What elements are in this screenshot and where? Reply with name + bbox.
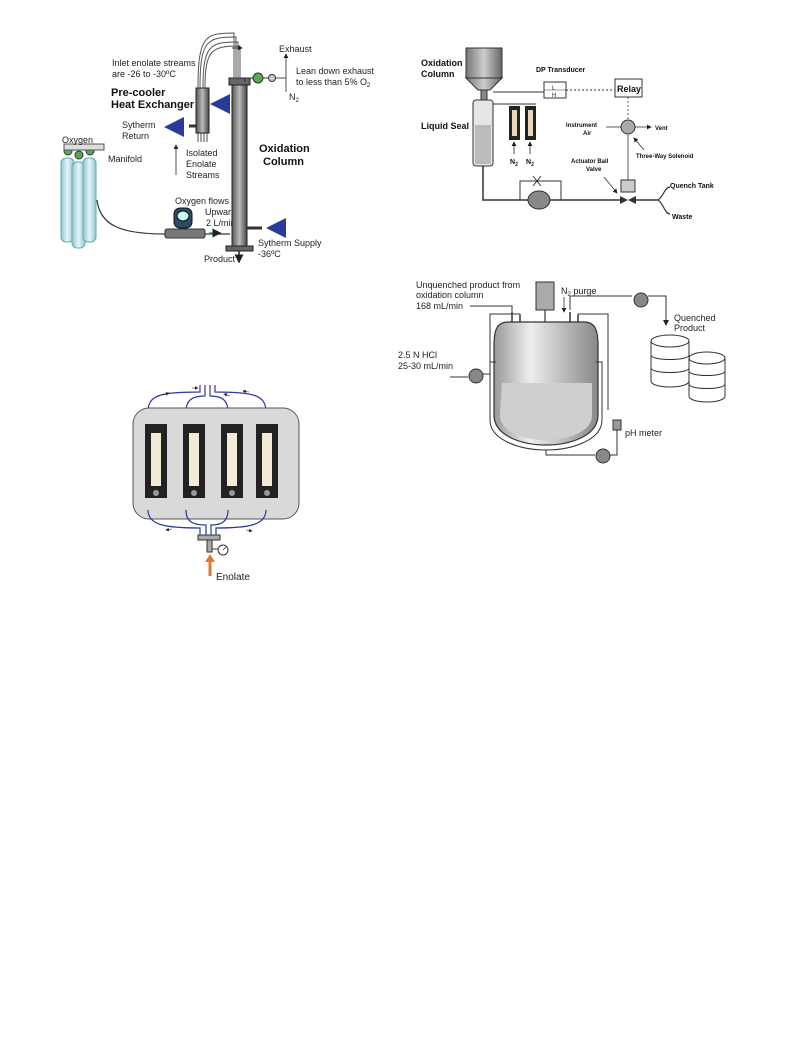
oxidation-column-label-1: Oxidation bbox=[259, 143, 310, 155]
isolated-streams-label-1: Isolated bbox=[186, 148, 218, 158]
n2-label-1: N2 bbox=[510, 159, 518, 168]
dp-transducer-label: DP Transducer bbox=[536, 67, 586, 74]
product-drum-1 bbox=[650, 334, 690, 388]
sytherm-supply-label-1: Sytherm Supply bbox=[258, 238, 322, 248]
figure-oxidation-column-setup: Oxygen Manifold Oxygen flows Upward 2 L/… bbox=[60, 32, 375, 264]
agitator-motor bbox=[535, 281, 555, 311]
actuator-box bbox=[620, 179, 636, 193]
hcl-label-1: 2.5 N HCl bbox=[398, 350, 437, 360]
hcl-label-2: 25-30 mL/min bbox=[398, 361, 453, 371]
figure-liquid-seal-control: Oxidation Column Liquid Seal L H DP Tran… bbox=[421, 47, 714, 221]
instrument-air-label-2: Air bbox=[583, 131, 592, 137]
oxygen-flow-label-1: Oxygen flows bbox=[175, 196, 230, 206]
lean-down-label-1: Lean down exhaust bbox=[296, 66, 375, 76]
product-drum-2 bbox=[688, 351, 726, 403]
precooler-label-2: Heat Exchanger bbox=[111, 99, 195, 111]
fig2-oxidation-label-2: Column bbox=[421, 69, 455, 79]
enolate-label: Enolate bbox=[216, 572, 250, 583]
oxidation-column bbox=[231, 81, 248, 251]
unquenched-label-2: oxidation column bbox=[416, 290, 484, 300]
quench-pump bbox=[633, 292, 649, 308]
quench-tank-label: Quench Tank bbox=[670, 183, 714, 190]
actuator-label-2: Valve bbox=[586, 167, 602, 173]
relay-label: Relay bbox=[617, 84, 641, 94]
lean-down-label-2: to less than 5% O2 bbox=[296, 77, 371, 89]
fig2-oxidation-label-1: Oxidation bbox=[421, 58, 463, 68]
column-funnel bbox=[465, 47, 503, 79]
rotameter-1 bbox=[145, 424, 167, 498]
figure-rotameter-manifold: Enolate bbox=[132, 385, 300, 583]
manifold-label: Manifold bbox=[108, 154, 142, 164]
oxygen-cylinders bbox=[60, 143, 105, 249]
figure-quench-reactor: Unquenched product from oxidation column… bbox=[398, 280, 726, 464]
quenched-product-label-1: Quenched bbox=[674, 313, 716, 323]
unquenched-label-1: Unquenched product from bbox=[416, 280, 520, 290]
isolated-streams-label-3: Streams bbox=[186, 170, 220, 180]
instrument-air-label-1: Instrument bbox=[566, 123, 597, 129]
precooler-label-1: Pre-cooler bbox=[111, 87, 166, 99]
oxygen-label: Oxygen bbox=[62, 135, 93, 145]
n2-purge-label: N2 purge bbox=[561, 286, 596, 298]
hcl-pump bbox=[468, 368, 484, 384]
relay-box bbox=[614, 78, 643, 98]
sytherm-return-label-1: Sytherm bbox=[122, 120, 156, 130]
pre-cooler bbox=[195, 87, 210, 134]
instrument-air-valve bbox=[620, 119, 636, 135]
waste-label: Waste bbox=[672, 214, 692, 221]
unquenched-label-3: 168 mL/min bbox=[416, 301, 463, 311]
product-label: Product bbox=[204, 254, 236, 264]
vent-label: Vent bbox=[655, 126, 668, 132]
inlet-note-1: Inlet enolate streams bbox=[112, 58, 196, 68]
recirc-pump bbox=[595, 448, 611, 464]
inlet-note-2: are -26 to -30ºC bbox=[112, 69, 176, 79]
isolated-streams-label-2: Enolate bbox=[186, 159, 217, 169]
oxygen-flow-label-3: 2 L/min bbox=[206, 218, 236, 228]
sytherm-return-label-2: Return bbox=[122, 131, 149, 141]
three-way-solenoid-label: Three-Way Solenoid bbox=[636, 154, 694, 160]
actuator-label-1: Actuator Ball bbox=[571, 159, 609, 165]
rotameter-3 bbox=[221, 424, 243, 498]
rotameter-4 bbox=[256, 424, 278, 498]
oxygen-flow-label-2: Upward bbox=[205, 207, 236, 217]
ph-meter-label: pH meter bbox=[625, 428, 662, 438]
n2-label-2: N2 bbox=[526, 159, 534, 168]
exhaust-label: Exhaust bbox=[279, 44, 312, 54]
dp-l-label: L bbox=[552, 86, 556, 92]
pump bbox=[527, 190, 551, 210]
dp-h-label: H bbox=[552, 93, 556, 99]
sytherm-supply-label-2: -36ºC bbox=[258, 249, 281, 259]
liquid-seal-label: Liquid Seal bbox=[421, 121, 469, 131]
rotameter-2 bbox=[183, 424, 205, 498]
quenched-product-label-2: Product bbox=[674, 323, 706, 333]
n2-exhaust-label: N2 bbox=[289, 92, 300, 104]
oxidation-column-label-2: Column bbox=[263, 156, 304, 168]
ph-meter bbox=[612, 419, 622, 431]
